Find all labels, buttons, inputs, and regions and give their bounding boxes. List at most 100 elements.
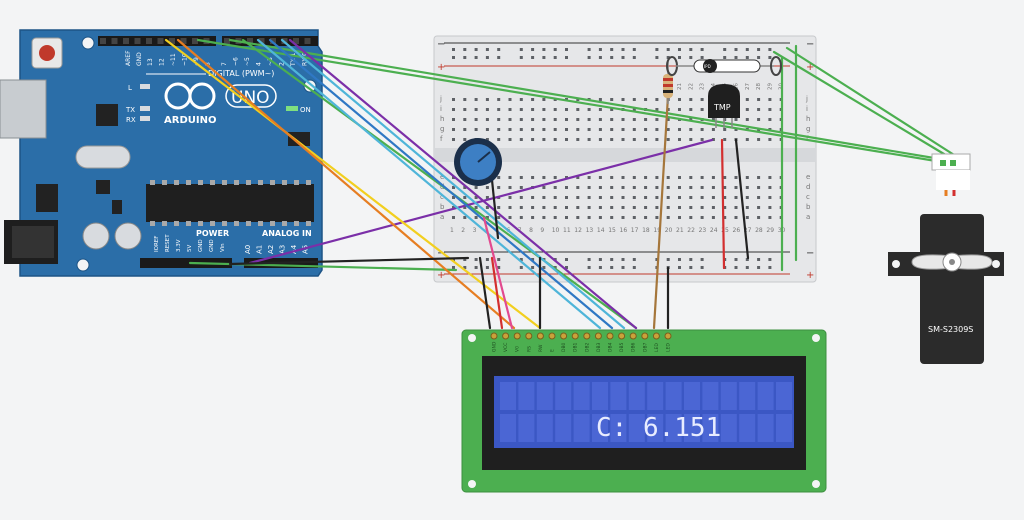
analog-pin-label: A3: [279, 245, 287, 254]
power-pin-label: 5V: [187, 245, 193, 252]
wire-green[interactable]: [228, 38, 948, 162]
lcd-pin-label: DB7: [642, 342, 648, 352]
lcd-pin[interactable]: [606, 332, 614, 340]
wire-black[interactable]: [734, 138, 750, 260]
wire-purple[interactable]: [248, 138, 714, 265]
row-letter: b: [806, 203, 811, 211]
digital-pin-label: 12: [159, 58, 166, 66]
row-letter: h: [440, 115, 444, 123]
lcd-line-2: C: 6.151: [596, 413, 721, 443]
lcd-pin-label: VCC: [503, 343, 509, 352]
column-label: 19: [653, 227, 661, 234]
lcd-pin-label: DB0: [561, 342, 567, 352]
wire-black[interactable]: [490, 178, 500, 240]
wire-black[interactable]: [228, 256, 470, 266]
lcd-pin[interactable]: [490, 332, 498, 340]
wire-red[interactable]: [720, 138, 726, 270]
lcd-pin[interactable]: [502, 332, 510, 340]
led-tx-label: TX: [125, 106, 135, 114]
column-label: 24: [710, 227, 718, 234]
lcd-pin[interactable]: [618, 332, 626, 340]
lcd-pin[interactable]: [641, 332, 649, 340]
analog-pin-label: A5: [302, 245, 310, 254]
lcd-pin-label: DB6: [631, 342, 637, 352]
led-rx: [140, 116, 150, 121]
column-label: 21: [676, 227, 684, 234]
power-pin-label: GND: [198, 239, 204, 252]
lcd-pin-label: E: [550, 349, 556, 352]
lcd-pin-label: RS: [526, 346, 532, 352]
arduino-brand-label: ARDUINO: [164, 115, 216, 126]
row-letter: d: [806, 183, 810, 191]
power-label: POWER: [196, 229, 229, 238]
power-pin-label: 3.3V: [176, 239, 182, 252]
lcd-pin[interactable]: [629, 332, 637, 340]
lcd-pin[interactable]: [583, 332, 591, 340]
wire-cyan[interactable]: [280, 38, 626, 330]
lcd-pin[interactable]: [525, 332, 533, 340]
rail-plus-sign: +: [806, 62, 814, 73]
lcd-pin-label: DB3: [596, 342, 602, 352]
tmp-sensor-label: TMP: [713, 103, 731, 112]
lcd-pin[interactable]: [536, 332, 544, 340]
column-label: 22: [687, 227, 695, 234]
wire-green[interactable]: [785, 46, 964, 162]
power-header[interactable]: [140, 258, 232, 268]
wire-blue[interactable]: [268, 38, 614, 330]
wire-red[interactable]: [482, 216, 514, 330]
lcd-pin[interactable]: [571, 332, 579, 340]
capacitor: [114, 222, 142, 250]
atmega-chip: [146, 184, 314, 222]
temperature-sensor[interactable]: TMP: [708, 84, 740, 128]
wire-brown[interactable]: [652, 94, 670, 330]
wire-cyan[interactable]: [256, 38, 602, 330]
wire-black[interactable]: [478, 256, 492, 330]
digital-pin-label: ~11: [170, 53, 177, 66]
lcd-pin[interactable]: [664, 332, 672, 340]
wire-purple[interactable]: [288, 38, 638, 330]
column-label: 27: [745, 83, 751, 90]
lcd-pin[interactable]: [513, 332, 521, 340]
led-rx-label: RX: [126, 116, 136, 124]
row-letter: i: [440, 105, 442, 113]
gnd-label: GND: [136, 52, 143, 66]
column-label: 10: [552, 227, 560, 234]
column-label: 14: [597, 227, 605, 234]
rail-plus-sign: +: [437, 270, 445, 281]
row-letter: i: [806, 105, 808, 113]
diode-label: IPD: [704, 64, 711, 69]
rail-minus-sign: −: [437, 39, 445, 50]
lcd-pin[interactable]: [594, 332, 602, 340]
digital-header-left[interactable]: [98, 36, 216, 46]
column-label: 1: [450, 227, 454, 234]
digital-pin-label: ~10: [182, 53, 189, 66]
column-label: 12: [574, 227, 582, 234]
arduino-logo: [164, 82, 216, 110]
voltage-regulator: [36, 184, 58, 212]
row-letter: a: [440, 213, 444, 221]
servo-motor[interactable]: SM-S2309S: [888, 153, 1004, 364]
row-letter: h: [806, 115, 810, 123]
resistor[interactable]: [663, 56, 678, 104]
lcd-pin-label: GND: [492, 341, 498, 352]
column-label: 28: [755, 227, 763, 234]
diode[interactable]: IPD: [676, 56, 782, 76]
column-label: 9: [540, 227, 544, 234]
column-label: 13: [586, 227, 594, 234]
wire-red[interactable]: [490, 256, 504, 330]
lcd-pin[interactable]: [560, 332, 568, 340]
wire-green[interactable]: [196, 38, 944, 164]
column-label: 23: [699, 227, 707, 234]
wire-orange[interactable]: [176, 38, 516, 330]
potentiometer[interactable]: [454, 138, 502, 186]
crystal-oscillator: [75, 145, 131, 169]
wire-yellow[interactable]: [164, 38, 542, 330]
row-letter: b: [440, 203, 445, 211]
digital-pin-label: ~9: [193, 57, 200, 66]
lcd-pin[interactable]: [548, 332, 556, 340]
lcd-pin[interactable]: [652, 332, 660, 340]
row-letter: g: [440, 125, 444, 133]
wire-green[interactable]: [772, 50, 956, 162]
